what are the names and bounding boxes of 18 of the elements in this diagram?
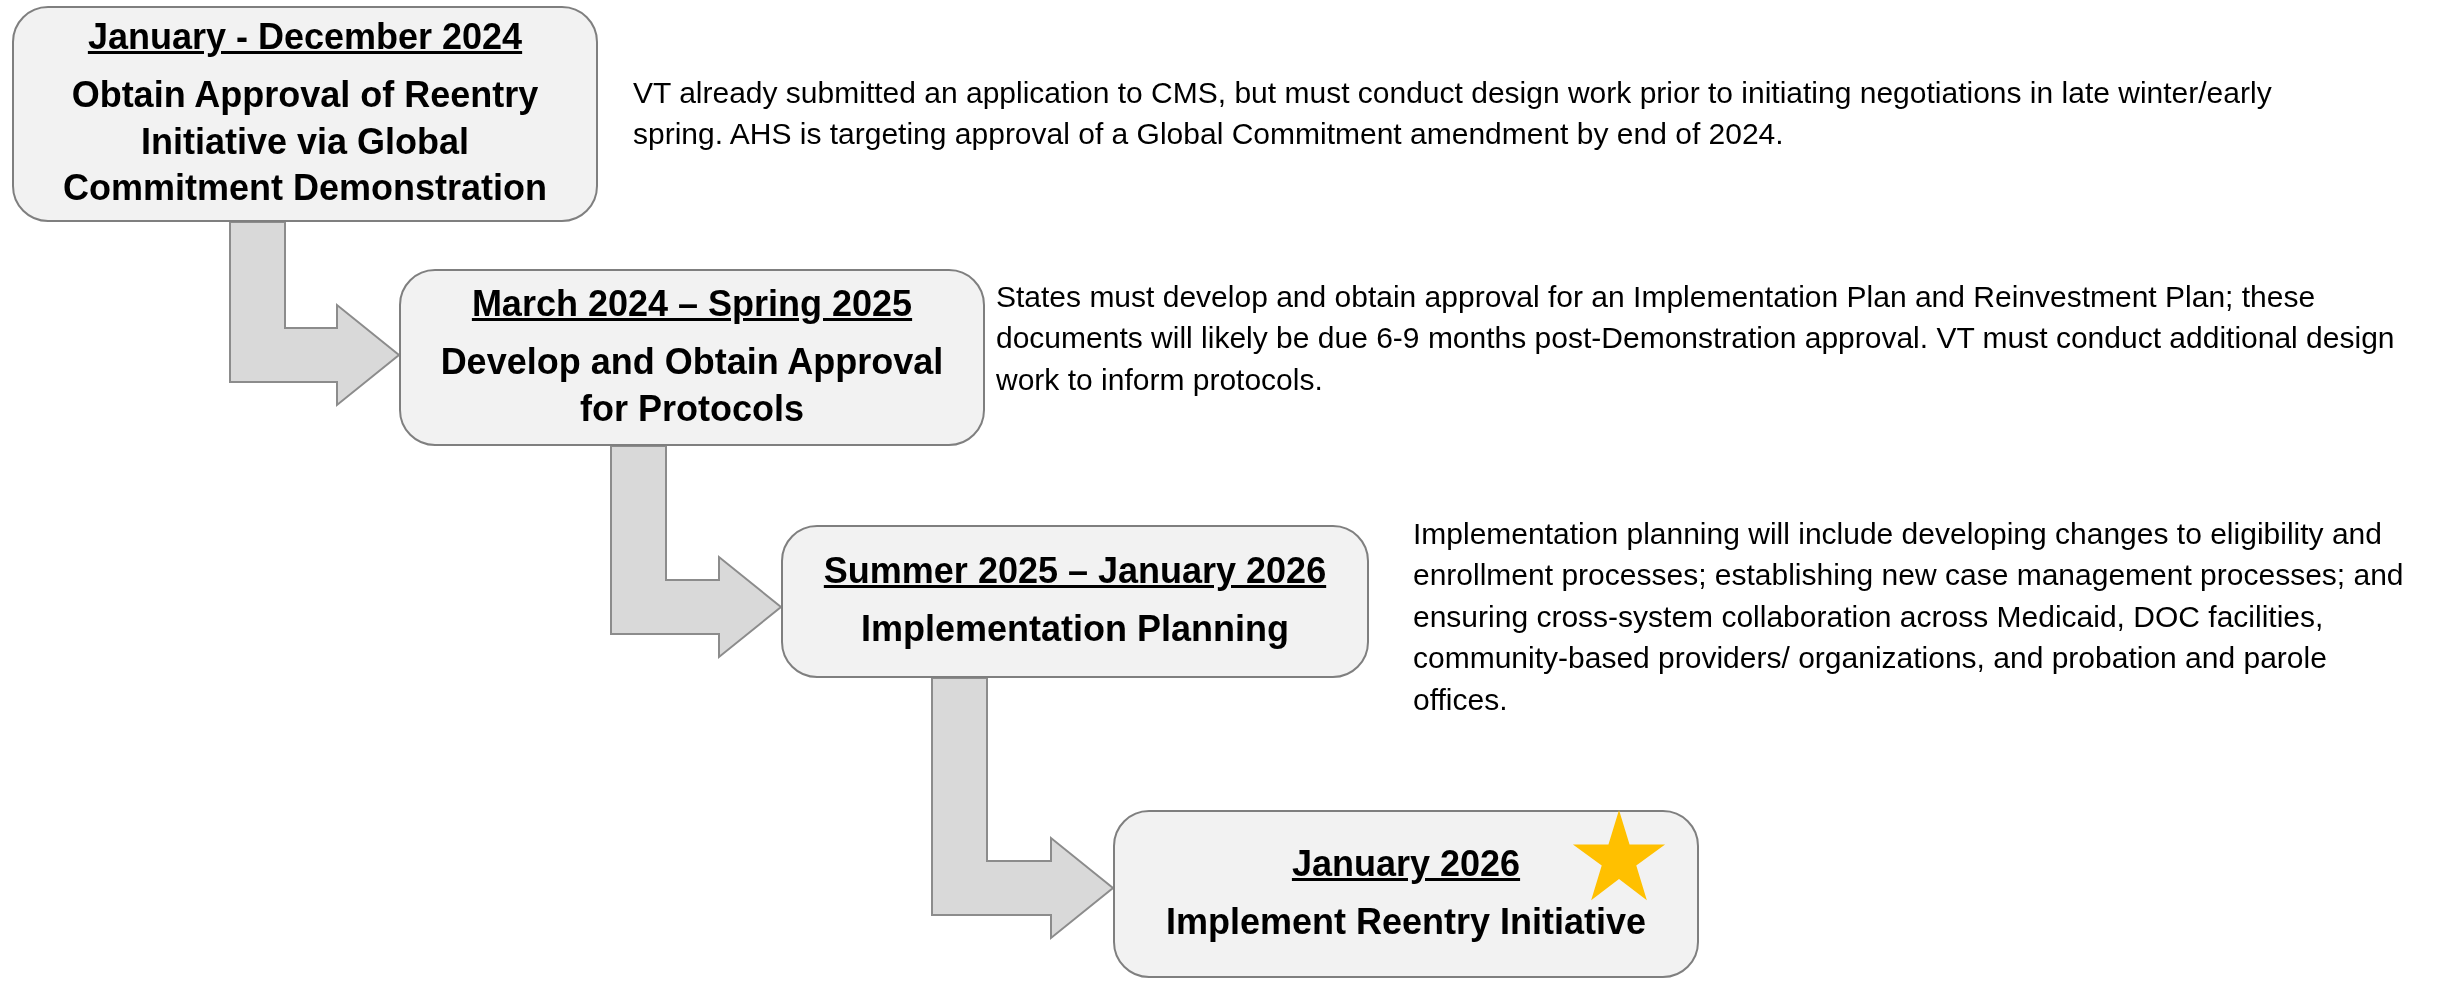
milestone-box — [399, 269, 985, 446]
description-text: Implementation planning will include developing changes to eligibility and enrollment processes; establishing new case management processes; and ensuring cross-system collaboration across Medicaid, DOC facilities, community-based providers/ organizations, and probation and parole offices. — [1413, 516, 2405, 718]
milestone-title: Implement Reentry Initiative — [1165, 899, 1647, 944]
milestone-date: March 2024 – Spring 2025 — [471, 282, 913, 325]
milestone-title: Obtain Approval of Reentry Initiative via Global Commitment Demonstration — [62, 72, 548, 211]
block-arrow — [229, 221, 401, 408]
description-text: VT already submitted an application to CMS, but must conduct design work prior to initiating negotiations in late winter/early spring. AHS is targeting approval of a Global Commitment amendment by end of 2024. — [633, 75, 2273, 153]
milestone-date: January - December 2024 — [87, 15, 523, 58]
milestone-date: January 2026 — [1291, 842, 1521, 885]
block-arrow — [610, 445, 783, 660]
milestone-box — [781, 525, 1369, 678]
milestone-title: Develop and Obtain Approval for Protocols — [439, 339, 945, 431]
block-arrow — [931, 677, 1115, 941]
milestone-title: Implementation Planning — [861, 607, 1289, 652]
milestone-box — [1113, 810, 1699, 978]
description-text: States must develop and obtain approval for an Implementation Plan and Reinvestment Plan; these documents will likely be due 6-9 months post-Demonstration approval. VT must conduct additional design work to inform protocols. — [996, 279, 2396, 398]
milestone-box — [12, 6, 598, 222]
milestone-date: Summer 2025 – January 2026 — [823, 550, 1327, 593]
